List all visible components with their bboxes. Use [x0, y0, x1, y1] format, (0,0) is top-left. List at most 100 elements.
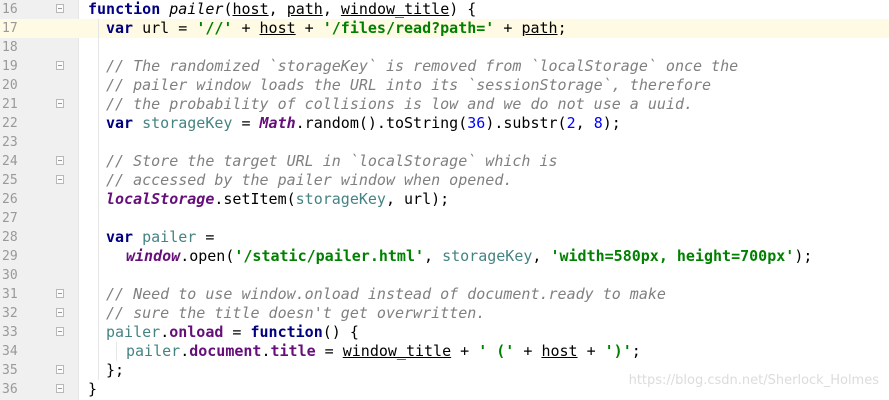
- code-line-31[interactable]: 31 // Need to use window.onload instead …: [0, 285, 889, 304]
- token-variable: storageKey: [295, 190, 386, 208]
- token: +: [232, 19, 260, 37]
- token: , url);: [385, 190, 450, 208]
- code-comment: // accessed by the pailer window when op…: [106, 171, 513, 189]
- code-line-27[interactable]: 27: [0, 209, 889, 228]
- code-text: };: [106, 361, 125, 379]
- token: );: [602, 114, 621, 132]
- line-number: 33: [2, 325, 18, 340]
- code-line-16[interactable]: 16 function pailer(host, path, window_ti…: [0, 0, 889, 19]
- code-line-30[interactable]: 30: [0, 266, 889, 285]
- token: .: [261, 342, 271, 360]
- code-line-17[interactable]: 17 var url = '//' + host + '/files/read?…: [0, 19, 889, 38]
- token: [160, 0, 169, 18]
- fold-icon[interactable]: [56, 99, 64, 108]
- token: ) {: [449, 0, 477, 18]
- line-number: 18: [2, 40, 18, 55]
- code-comment: // sure the title doesn't get overwritte…: [106, 304, 486, 322]
- code-line-18[interactable]: 18: [0, 38, 889, 57]
- token: =: [196, 228, 215, 246]
- token-global: window: [126, 247, 181, 265]
- line-number: 24: [2, 154, 18, 169]
- token-function-name: pailer: [169, 0, 224, 18]
- token: +: [514, 342, 542, 360]
- token-param-window-title: window_title: [342, 342, 452, 360]
- token-keyword: var: [106, 228, 134, 246]
- fold-icon[interactable]: [56, 61, 64, 70]
- code-text: }: [88, 380, 98, 398]
- token-string: 'width=580px, height=700px': [550, 247, 795, 265]
- fold-icon[interactable]: [56, 384, 64, 393]
- line-number-gutter: [0, 0, 79, 400]
- token: .open(: [180, 247, 235, 265]
- token: ,: [424, 247, 443, 265]
- code-line-21[interactable]: 21 // the probability of collisions is l…: [0, 95, 889, 114]
- token: () {: [322, 323, 359, 341]
- code-text: pailer.onload = function() {: [106, 323, 359, 342]
- code-line-28[interactable]: 28 var pailer =: [0, 228, 889, 247]
- token-keyword: var: [106, 19, 134, 37]
- token-param-window-title: window_title: [340, 0, 450, 18]
- token: ,: [532, 247, 551, 265]
- code-text: window.open('/static/pailer.html', stora…: [126, 247, 812, 266]
- token-param-host: host: [232, 0, 269, 18]
- code-line-23[interactable]: 23: [0, 133, 889, 152]
- token: .: [180, 342, 190, 360]
- fold-icon[interactable]: [56, 156, 64, 165]
- code-line-20[interactable]: 20 // pailer window loads the URL into i…: [0, 76, 889, 95]
- code-comment: // Need to use window.onload instead of …: [106, 285, 666, 303]
- token-variable: storageKey: [442, 247, 533, 265]
- token: [133, 114, 142, 132]
- code-line-19[interactable]: 19 // The randomized `storageKey` is rem…: [0, 57, 889, 76]
- code-line-33[interactable]: 33 pailer.onload = function() {: [0, 323, 889, 342]
- line-number: 35: [2, 363, 18, 378]
- line-number: 19: [2, 59, 18, 74]
- fold-icon[interactable]: [56, 308, 64, 317]
- token: .setItem(: [214, 190, 296, 208]
- token: (: [223, 0, 233, 18]
- token: url =: [133, 19, 197, 37]
- fold-icon[interactable]: [56, 175, 64, 184]
- code-line-29[interactable]: 29 window.open('/static/pailer.html', st…: [0, 247, 889, 266]
- token: =: [232, 114, 260, 132]
- line-number: 20: [2, 78, 18, 93]
- token: +: [577, 342, 605, 360]
- line-number: 23: [2, 135, 18, 150]
- code-line-25[interactable]: 25 // accessed by the pailer window when…: [0, 171, 889, 190]
- token-string: '/files/read?path=': [322, 19, 495, 37]
- fold-icon[interactable]: [56, 289, 64, 298]
- code-line-36[interactable]: 36 }: [0, 380, 889, 399]
- code-line-26[interactable]: 26 localStorage.setItem(storageKey, url)…: [0, 190, 889, 209]
- token: );: [794, 247, 813, 265]
- token: ,: [322, 0, 341, 18]
- code-text: localStorage.setItem(storageKey, url);: [106, 190, 449, 209]
- token-string: ' (': [478, 342, 515, 360]
- indent-guide: [116, 342, 117, 361]
- code-line-32[interactable]: 32 // sure the title doesn't get overwri…: [0, 304, 889, 323]
- token: =: [223, 323, 251, 341]
- line-number: 28: [2, 230, 18, 245]
- code-line-35[interactable]: 35 };: [0, 361, 889, 380]
- token-variable: pailer: [126, 342, 181, 360]
- token-variable: pailer: [142, 228, 197, 246]
- token-param-path: path: [521, 19, 558, 37]
- code-text: var storageKey = Math.random().toString(…: [106, 114, 621, 133]
- fold-icon[interactable]: [56, 4, 64, 13]
- token-global: localStorage: [106, 190, 215, 208]
- fold-icon[interactable]: [56, 327, 64, 336]
- token: .random().toString(: [295, 114, 468, 132]
- code-line-22[interactable]: 22 var storageKey = Math.random().toStri…: [0, 114, 889, 133]
- token: ;: [557, 19, 567, 37]
- line-number: 27: [2, 211, 18, 226]
- code-line-34[interactable]: 34 pailer.document.title = window_title …: [0, 342, 889, 361]
- line-number: 32: [2, 306, 18, 321]
- token-param-host: host: [259, 19, 296, 37]
- token: [133, 228, 142, 246]
- token-param-path: path: [286, 0, 323, 18]
- fold-icon[interactable]: [56, 365, 64, 374]
- token-variable: pailer: [106, 323, 161, 341]
- line-number: 25: [2, 173, 18, 188]
- code-comment: // Store the target URL in `localStorage…: [106, 152, 558, 170]
- token: .: [160, 323, 170, 341]
- code-line-24[interactable]: 24 // Store the target URL in `localStor…: [0, 152, 889, 171]
